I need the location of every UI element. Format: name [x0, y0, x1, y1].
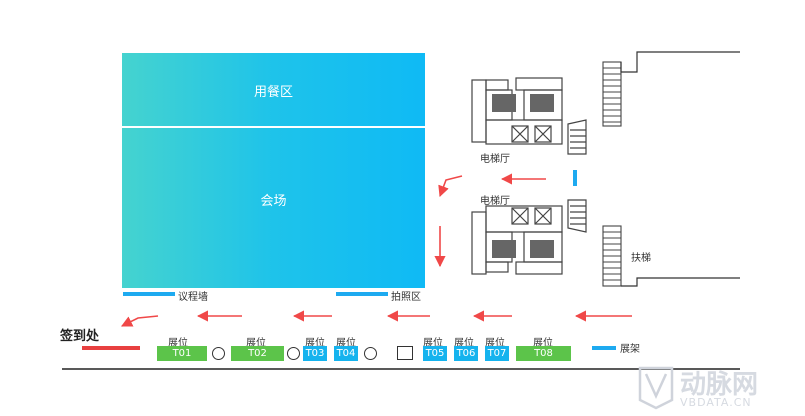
booth-t04: T04	[334, 346, 358, 361]
agenda-wall-label: 议程墙	[178, 292, 208, 303]
round-table	[364, 347, 377, 360]
lower-escalator	[602, 225, 622, 287]
photo-area-label: 拍照区	[391, 292, 421, 303]
checkin-label: 签到处	[60, 329, 100, 344]
elevator-car	[492, 94, 516, 112]
booth-heading: 展位	[533, 338, 553, 349]
outer-wall-top	[620, 51, 740, 73]
square-table	[397, 346, 413, 360]
outer-wall-bottom	[621, 277, 740, 287]
watermark-logo	[638, 366, 674, 410]
booth-t06: T06	[454, 346, 478, 361]
booth-heading: 展位	[454, 338, 474, 349]
elevator-car	[530, 94, 554, 112]
watermark-text-en: VBDATA.CN	[680, 396, 752, 409]
booth-t07: T07	[485, 346, 509, 361]
direction-arrows	[120, 173, 632, 327]
watermark-text-cn: 动脉网	[680, 370, 759, 400]
booth-heading: 展位	[423, 338, 443, 349]
lower-elevator-hall-label: 电梯厅	[480, 196, 510, 207]
booth-heading: 展位	[336, 338, 356, 349]
booth-heading: 展位	[168, 338, 188, 349]
checkin-desk	[82, 346, 140, 350]
lower-elevator-structure	[471, 199, 587, 275]
photo-area-bar	[336, 292, 388, 296]
booth-t03: T03	[303, 346, 327, 361]
upper-escalator	[602, 61, 622, 127]
escalator-label: 扶梯	[631, 253, 651, 264]
booth-t01: T01	[157, 346, 207, 361]
rack-marker	[573, 170, 577, 186]
elevator-car	[530, 240, 554, 258]
booth-heading: 展位	[485, 338, 505, 349]
elevator-car	[492, 240, 516, 258]
venue-area: 会场	[122, 128, 425, 288]
dining-area-label: 用餐区	[253, 85, 293, 100]
round-table	[212, 347, 225, 360]
upper-elevator-structure	[471, 77, 587, 155]
booth-heading: 展位	[305, 338, 325, 349]
booth-t08: T08	[516, 346, 571, 361]
venue-area-label: 会场	[260, 194, 287, 209]
rack-legend-swatch	[592, 346, 616, 350]
booth-t02: T02	[231, 346, 284, 361]
upper-elevator-hall-label: 电梯厅	[480, 154, 510, 165]
booth-heading: 展位	[246, 338, 266, 349]
rack-legend-label: 展架	[620, 344, 640, 355]
round-table	[287, 347, 300, 360]
agenda-wall-bar	[123, 292, 175, 296]
dining-area: 用餐区	[122, 53, 425, 126]
booth-t05: T05	[423, 346, 447, 361]
